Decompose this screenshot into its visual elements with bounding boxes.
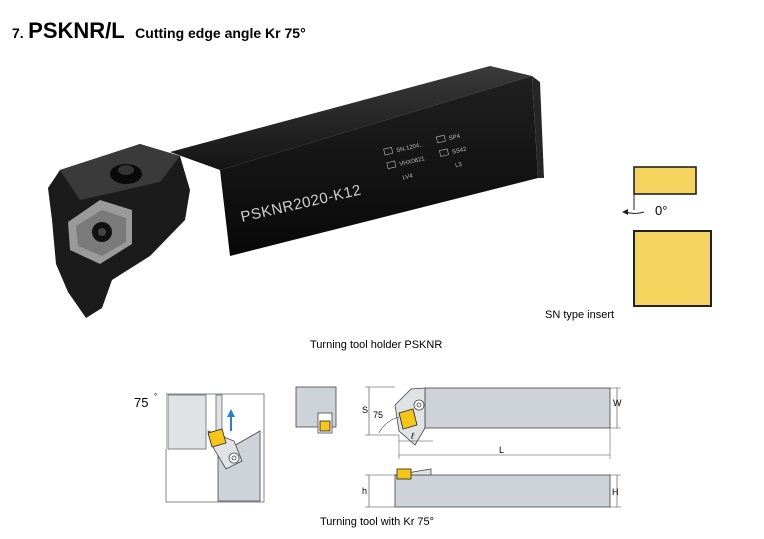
mark-insert: SN.1204.. bbox=[396, 142, 424, 154]
tool-holder-photo: PSKNR2020-K12 SN.1204.. SP4 VHX0821 SS42… bbox=[48, 66, 544, 318]
dim-angle: 75 bbox=[373, 410, 383, 420]
insert-angle-label: 0° bbox=[655, 203, 667, 218]
holder-top-view bbox=[424, 387, 611, 429]
dim-h: h bbox=[362, 486, 367, 496]
dim-l-small: ℓ bbox=[410, 431, 414, 441]
drawing-caption: Turning tool with Kr 75° bbox=[320, 516, 435, 528]
mark-key: L3 bbox=[455, 162, 463, 169]
dim-h-total: H bbox=[612, 487, 619, 497]
mark-shim: SP4 bbox=[448, 134, 461, 143]
holder-side-view bbox=[394, 474, 611, 508]
dim-l-total: L bbox=[499, 445, 504, 455]
setup-angle-label: 75 bbox=[134, 395, 148, 410]
model-title: PSKNR/L bbox=[28, 18, 125, 43]
page-heading: 7. PSKNR/L Cutting edge angle Kr 75° bbox=[12, 18, 306, 44]
insert-caption: SN type insert bbox=[545, 309, 615, 321]
section-number: 7. bbox=[12, 25, 24, 41]
setup-view-diagram: 75 ° bbox=[134, 392, 265, 503]
svg-text:°: ° bbox=[154, 392, 157, 401]
end-view-diagram bbox=[295, 386, 337, 434]
mark-lever: LV4 bbox=[402, 173, 414, 181]
mark-screw: VHX0821 bbox=[399, 156, 426, 168]
dimension-drawing: 75 S W ℓ L h H bbox=[362, 386, 622, 508]
insert-side-view bbox=[633, 166, 697, 195]
insert-top-view bbox=[633, 230, 712, 307]
sn-insert-diagram: 0° bbox=[622, 166, 712, 307]
mark-screw-2: SS42 bbox=[452, 146, 468, 155]
photo-caption: Turning tool holder PSKNR bbox=[310, 339, 443, 351]
marking-block: SN.1204.. SP4 VHX0821 SS42 LV4 L3 bbox=[383, 134, 468, 182]
dim-s: S bbox=[362, 405, 368, 415]
dim-w: W bbox=[613, 398, 622, 408]
model-description: Cutting edge angle Kr 75° bbox=[135, 25, 306, 41]
